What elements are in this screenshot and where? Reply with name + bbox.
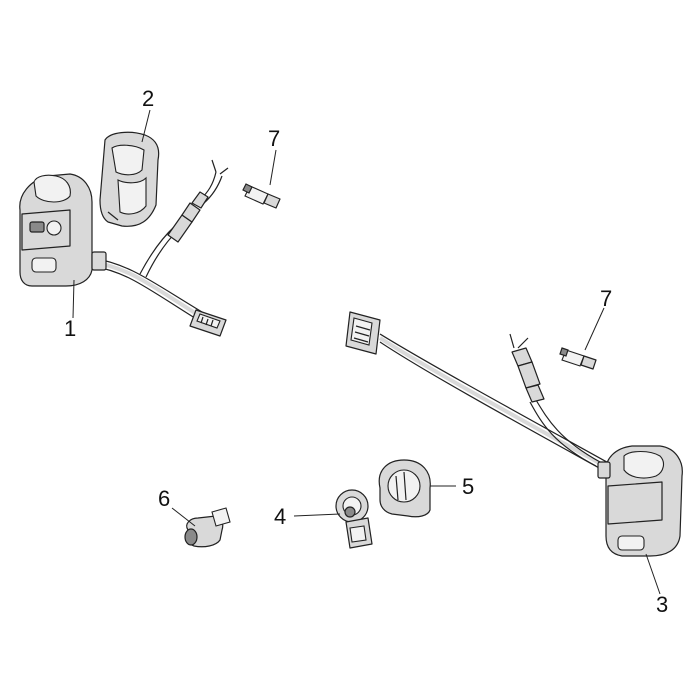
callout-1: 1	[64, 316, 76, 341]
leader-lines	[72, 109, 661, 595]
callout-3: 3	[656, 592, 668, 617]
part-1-switch-housing	[19, 173, 107, 287]
callout-7-top: 7	[268, 126, 280, 151]
part-6-bulb-socket	[184, 507, 231, 548]
part-2-switch-cover	[99, 131, 160, 227]
part-7-bulb-right	[559, 347, 597, 370]
callout-2: 2	[142, 86, 154, 111]
part-1-button	[31, 257, 57, 273]
part-1-left-switch-assembly	[19, 159, 229, 337]
part-3-multipin-connector	[345, 311, 381, 355]
part-5-lens-cover	[378, 459, 431, 518]
callout-5: 5	[462, 474, 474, 499]
part-3-inline-connector	[511, 347, 545, 403]
part-3-button	[617, 535, 645, 551]
part-1-switch-knob	[29, 221, 45, 233]
part-7-bulb-top	[242, 183, 281, 209]
callout-7-right: 7	[600, 286, 612, 311]
part-3-right-switch-assembly	[345, 311, 683, 557]
part-3-switch-housing	[597, 445, 683, 557]
callout-6: 6	[158, 486, 170, 511]
part-3-harness	[378, 333, 615, 475]
part-1-multipin-connector	[189, 309, 227, 337]
callout-4: 4	[274, 504, 286, 529]
part-4-bulb-holder	[335, 489, 373, 549]
part-1-inline-connector	[167, 191, 209, 243]
